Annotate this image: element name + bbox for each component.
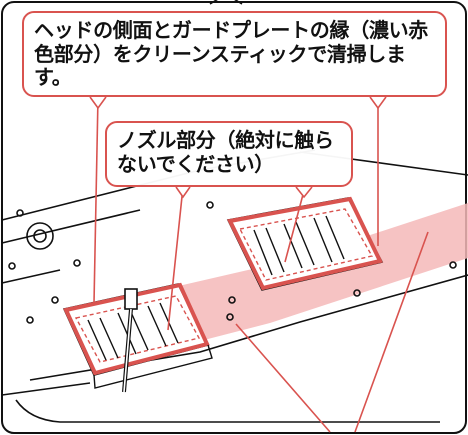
clean-stick — [122, 288, 138, 393]
frame-top-notch — [209, 0, 243, 5]
left-head-unit — [62, 282, 213, 389]
callout-head-edges: ヘッドの側面とガードプレートの縁（濃い赤色部分）をクリーンスティックで清掃します… — [22, 11, 447, 97]
callout-pointers — [93, 96, 429, 433]
callout-head-edges-text: ヘッドの側面とガードプレートの縁（濃い赤色部分）をクリーンスティックで清掃します… — [34, 18, 428, 90]
callout-nozzle: ノズル部分（絶対に触らないでください） — [105, 121, 353, 187]
base-holes — [8, 201, 457, 324]
right-head-unit — [226, 196, 384, 291]
callout-tails — [89, 96, 387, 199]
callout-nozzle-text: ノズル部分（絶対に触らないでください） — [117, 128, 334, 176]
